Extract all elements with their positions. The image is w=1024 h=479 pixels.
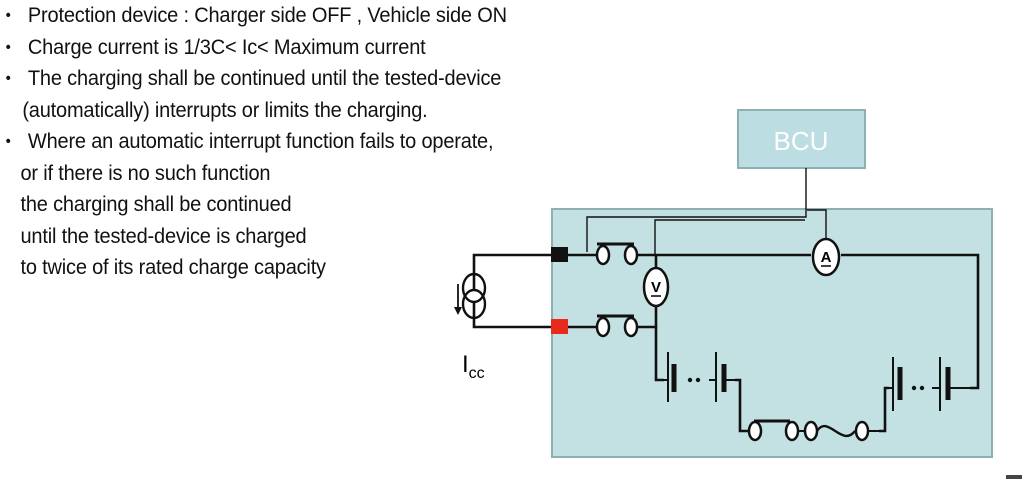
bullet-dot-icon: • <box>5 133 11 150</box>
positive-terminal <box>551 319 568 334</box>
bullet-dot-icon: • <box>5 70 11 87</box>
charger-side-contactor-top <box>595 242 639 266</box>
power-wires <box>472 253 980 433</box>
voltmeter-icon: V <box>642 266 670 308</box>
charger-side-contactor-bottom <box>595 314 639 338</box>
ammeter-icon: A <box>811 237 841 277</box>
battery-stack-left-icon <box>664 352 735 402</box>
stack-to-chain-wire <box>735 378 748 433</box>
bullet-dot-icon: • <box>5 38 11 56</box>
bullet-continuation: to twice of its rated charge capacity <box>20 255 326 279</box>
svg-text:A: A <box>821 249 832 266</box>
bcu-ammeter-sense-wire <box>807 209 827 240</box>
svg-text:V: V <box>651 279 661 296</box>
control-wires <box>586 168 827 255</box>
bcu-voltmeter-sense-wire <box>654 219 805 255</box>
bullet-continuation: or if there is no such function <box>20 160 271 185</box>
bullet-continuation: the charging shall be continued <box>20 192 292 216</box>
page-number-fragment <box>1006 475 1022 479</box>
bcu-relay-control-wire <box>586 168 807 252</box>
bcu-label: BCU <box>774 126 829 156</box>
battery-stack-right-icon <box>889 357 970 411</box>
chain-to-stack-wire <box>879 386 889 433</box>
source-top-wire <box>472 253 555 290</box>
bullet-continuation: until the tested-device is charged <box>20 223 307 248</box>
bcu-box <box>737 109 866 169</box>
bullet-dot-icon: • <box>5 7 11 24</box>
negative-terminal <box>551 247 568 262</box>
source-current-label: Icc <box>462 351 485 382</box>
bullet-interrupt-fails: • Where an automatic interrupt function … <box>0 126 521 158</box>
source-bottom-wire <box>472 302 555 329</box>
vehicle-side-contactor <box>747 419 805 442</box>
right-return-wire <box>841 253 980 390</box>
current-source-icon <box>454 272 487 320</box>
bullet-continuation: (automatically) interrupts or limits the… <box>22 97 428 122</box>
requirements-text: • Protection device : Charger side OFF ,… <box>0 0 521 284</box>
bullet-charging-continued: • The charging shall be continued until … <box>0 63 521 95</box>
bullet-protection-device: • Protection device : Charger side OFF ,… <box>0 0 521 32</box>
bullet-charge-current: • Charge current is 1/3C< Ic< Maximum cu… <box>0 32 521 64</box>
left-stack-wire <box>637 325 664 382</box>
fuse-icon <box>803 420 879 442</box>
